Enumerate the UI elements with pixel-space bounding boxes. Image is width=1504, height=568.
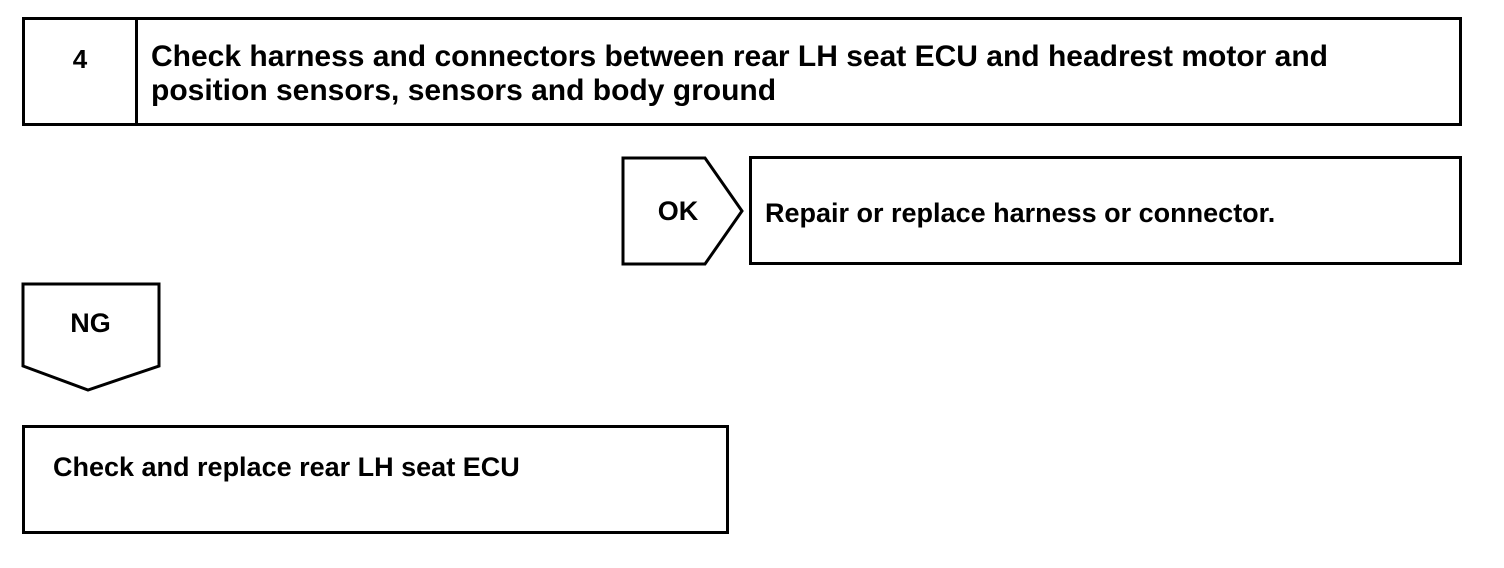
ng-arrow-tag [21,282,161,392]
ng-result-text: Check and replace rear LH seat ECU [53,452,520,482]
step-header-box: 4 Check harness and connectors between r… [22,17,1462,126]
step-number: 4 [72,44,88,74]
ok-label: OK [657,196,699,226]
ok-result-box: Repair or replace harness or connector. [749,156,1462,265]
step-title: Check harness and connectors between rea… [151,40,1329,107]
ng-result-box: Check and replace rear LH seat ECU [22,425,729,534]
ok-arrow-tag [621,156,744,266]
step-number-cell: 4 [25,20,138,123]
ng-label: NG [70,308,111,338]
ok-result-text: Repair or replace harness or connector. [765,198,1276,228]
